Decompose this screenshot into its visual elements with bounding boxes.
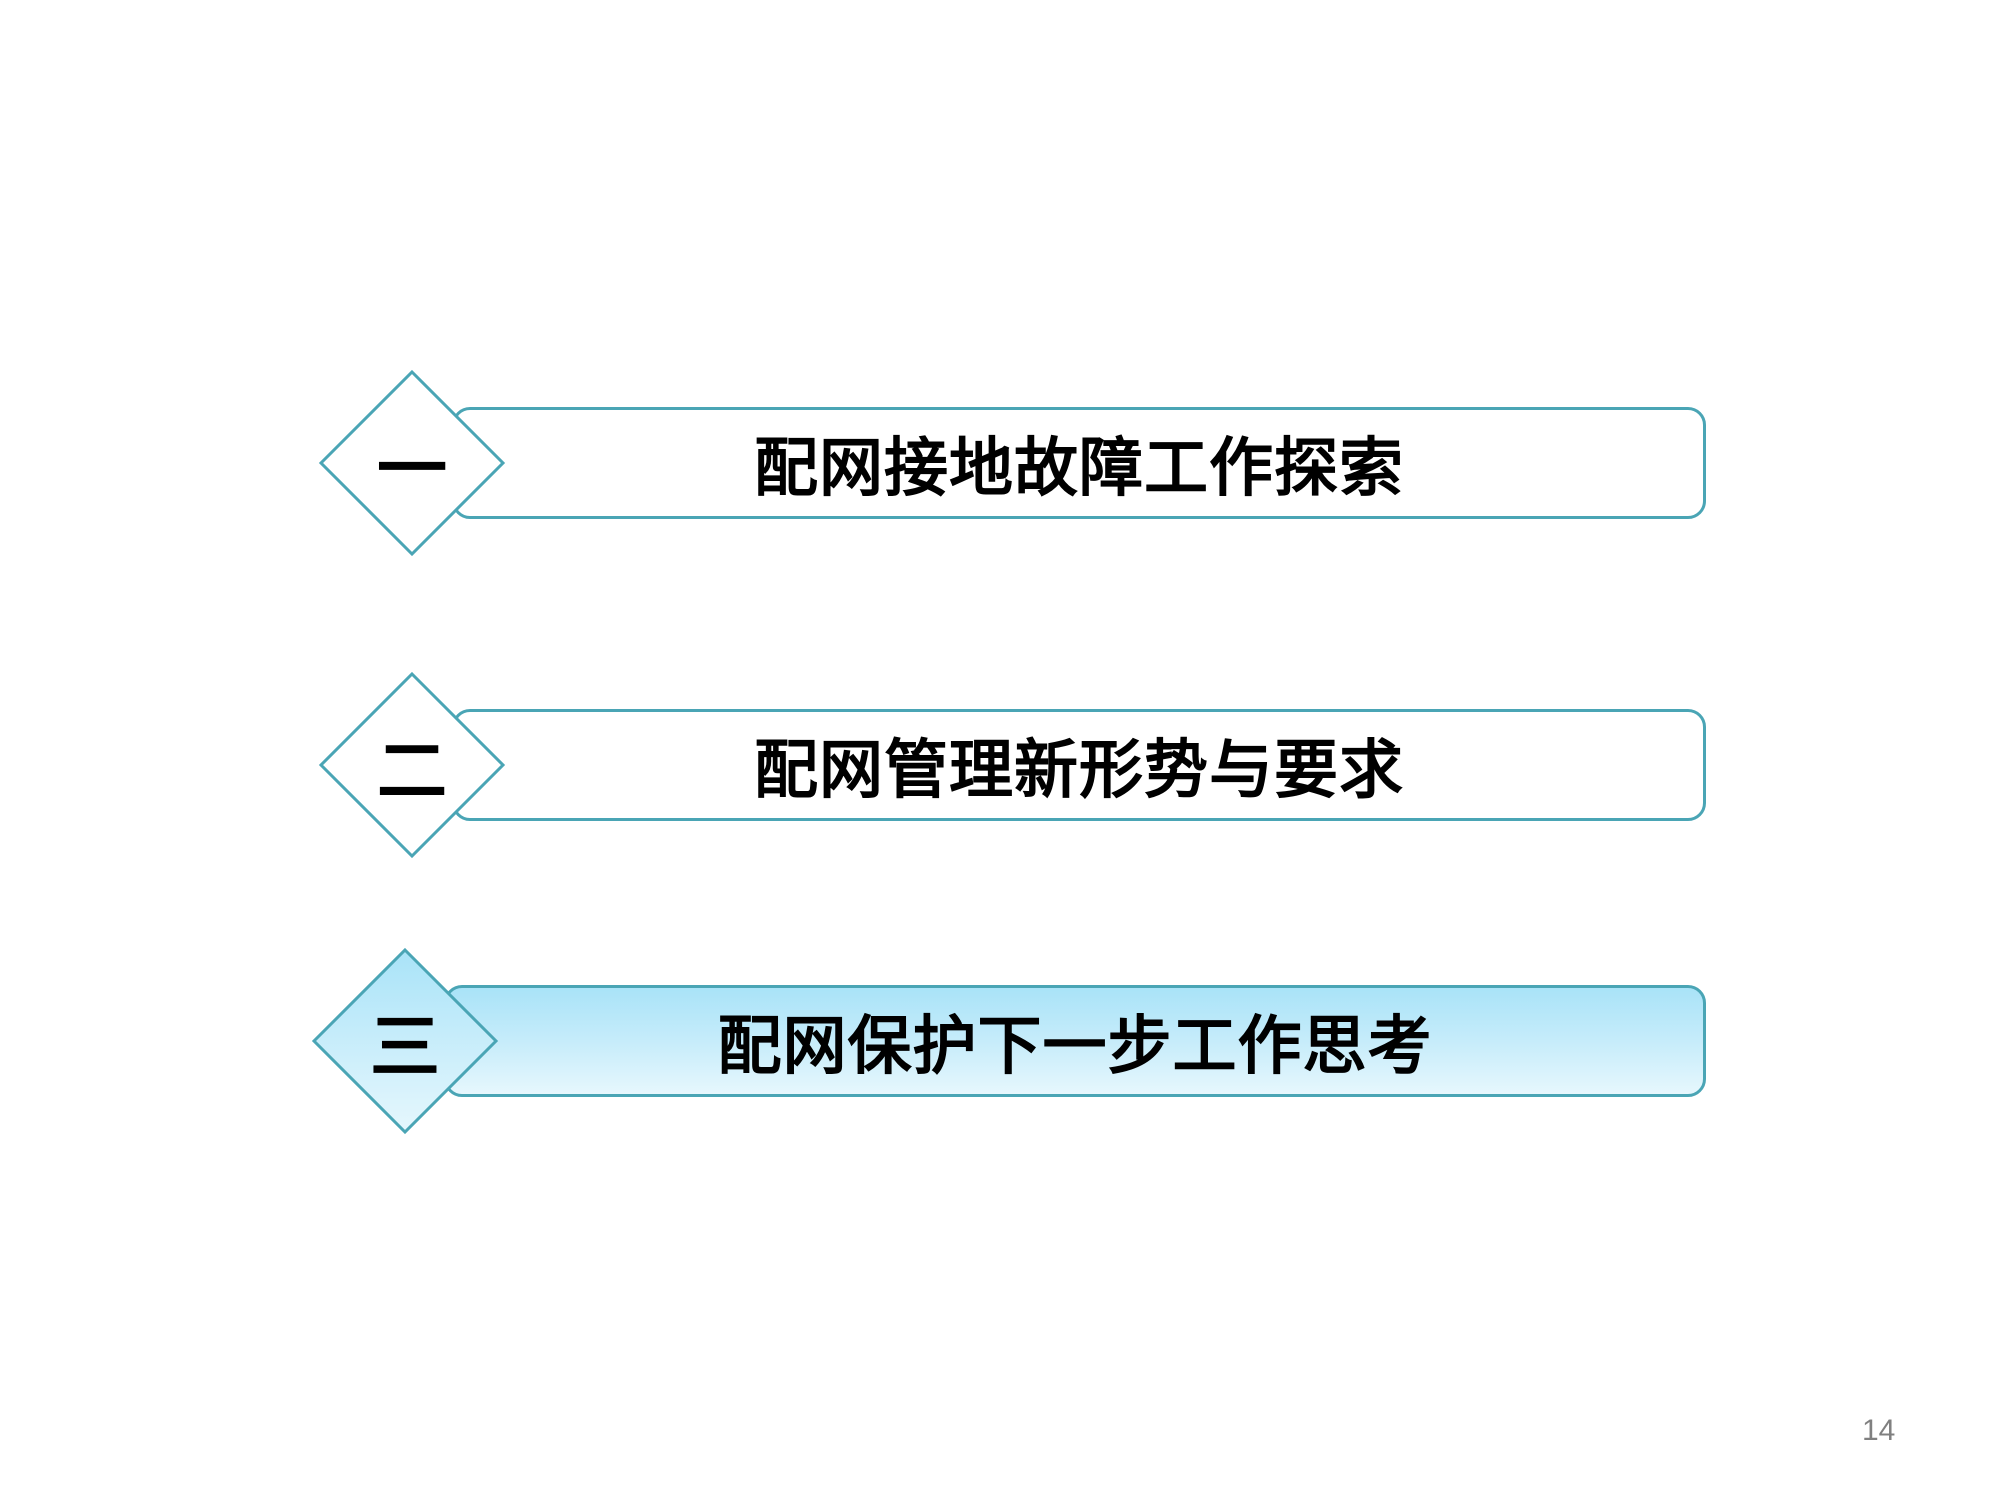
diamond-badge-1: 一	[318, 369, 506, 557]
agenda-number-2: 二	[377, 728, 447, 812]
agenda-bar-1: 配网接地故障工作探索	[452, 407, 1706, 519]
agenda-bar-2: 配网管理新形势与要求	[452, 709, 1706, 821]
agenda-title-2: 配网管理新形势与要求	[754, 733, 1404, 808]
agenda-number-1: 一	[377, 426, 447, 510]
diamond-icon	[318, 369, 506, 557]
page-number: 14	[1862, 1414, 1896, 1447]
agenda-title-1: 配网接地故障工作探索	[754, 431, 1404, 506]
diamond-badge-3: 三	[311, 947, 499, 1135]
diamond-badge-2: 二	[318, 671, 506, 859]
agenda-number-3: 三	[370, 1004, 440, 1088]
diamond-icon	[318, 671, 506, 859]
agenda-title-3: 配网保护下一步工作思考	[717, 1009, 1433, 1084]
diamond-icon	[311, 947, 499, 1135]
agenda-bar-3: 配网保护下一步工作思考	[444, 985, 1706, 1097]
